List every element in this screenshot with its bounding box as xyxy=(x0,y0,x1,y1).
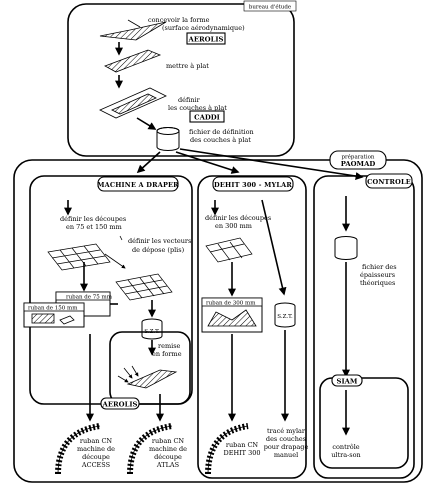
remise-line1: remise xyxy=(158,342,181,350)
controle-title-tab xyxy=(365,173,413,189)
bureau-etude-box xyxy=(67,3,295,157)
controle-out-line2: ultra-son xyxy=(331,451,361,459)
dehit-decoupes-line2: en 300 mm xyxy=(215,222,252,230)
controle-box xyxy=(313,175,415,479)
fichier-def-line1: fichier de définition xyxy=(189,128,254,136)
flat-shape xyxy=(104,49,162,73)
definition-file-icon xyxy=(156,127,180,151)
cutting-grid-dehit xyxy=(205,237,253,263)
controle-title: CONTROLE xyxy=(367,178,411,186)
mylar-line3: pour drapage xyxy=(264,443,309,451)
controle-out-line1: contrôle xyxy=(332,443,359,451)
bureau-etude-label: bureau d'étude xyxy=(249,4,291,11)
caddi-label: CADDI xyxy=(194,114,220,122)
machine-title-tab xyxy=(97,176,179,192)
aerolis-tag-bottom xyxy=(100,397,140,410)
ruban-150-label: ruban de 150 mm xyxy=(28,306,78,312)
atlas-line1: ruban CN xyxy=(152,437,185,445)
siam-tag xyxy=(331,374,363,387)
aerolis-top-label: AEROLIS xyxy=(188,36,224,44)
szt-file-dehit xyxy=(274,302,296,328)
fichier-ep-line3: théoriques xyxy=(360,279,395,287)
ruban-300-window xyxy=(201,297,263,333)
dehit-title-tab xyxy=(212,176,294,192)
access-line4: ACCESS xyxy=(81,461,110,469)
bureau-etude-tab xyxy=(243,0,297,12)
siam-label: SIAM xyxy=(337,378,358,386)
atlas-line3: découpe xyxy=(154,453,182,461)
cutting-grid-1 xyxy=(47,243,111,271)
dehit-decoupes-line1: définir les découpes xyxy=(205,214,271,222)
fichier-ep-line2: épaisseurs xyxy=(360,271,395,279)
machine-title: MACHINE A DRAPER xyxy=(97,181,179,189)
mylar-line1: tracé mylar xyxy=(267,427,306,435)
dehit-box xyxy=(197,175,307,479)
definir-couches-line2: les couches à plat xyxy=(168,103,227,112)
machine-decoupes-line1: définir les découpes xyxy=(60,215,126,223)
thickness-file-icon xyxy=(334,236,358,260)
mylar-line2: des couches xyxy=(266,435,306,443)
access-line2: machine de xyxy=(77,445,115,453)
dehit-out-line1: ruban CN xyxy=(226,441,259,449)
fichier-ep-line1: fichier des xyxy=(362,263,397,271)
aero-surface-shape xyxy=(99,21,167,41)
ruban-150-window xyxy=(23,302,85,328)
szt-file-machine xyxy=(141,318,163,340)
atlas-line4: ATLAS xyxy=(156,461,179,469)
dehit-title: DEHIT 300 - MYLAR xyxy=(214,181,292,189)
caddi-tag xyxy=(189,110,225,123)
access-line3: découpe xyxy=(82,453,110,461)
fichier-def-line2: des couches à plat xyxy=(190,135,251,144)
remise-line2: en forme xyxy=(152,350,182,358)
cutting-grid-2 xyxy=(115,273,173,301)
machine-vecteurs-line1: définir les vecteurs xyxy=(128,237,191,245)
mylar-line4: manuel xyxy=(274,451,298,459)
machine-box xyxy=(29,175,193,405)
access-line1: ruban CN xyxy=(80,437,113,445)
layers-shape xyxy=(99,87,167,119)
concevoir-line2: (surface aérodynamique) xyxy=(162,24,245,32)
machine-vecteurs-line2: de dépose (plis) xyxy=(132,246,185,254)
ruban-300-label: ruban de 300 mm xyxy=(206,301,256,307)
remise-surface xyxy=(126,369,178,389)
atlas-line2: machine de xyxy=(149,445,187,453)
ruban-75-label: ruban de 75 mm xyxy=(66,295,113,301)
dehit-out-line2: DEHIT 300 xyxy=(223,449,260,457)
preparation-tab xyxy=(329,150,387,170)
definir-couches-line1: définir xyxy=(178,96,201,104)
preparation-box xyxy=(13,159,423,483)
preparation-line1: préparation xyxy=(342,154,375,161)
remise-forme-box xyxy=(109,331,191,405)
preparation-line2: PAOMAD xyxy=(341,160,376,168)
aerolis-bottom-label: AEROLIS xyxy=(102,401,138,409)
siam-box xyxy=(319,377,409,469)
concevoir-line1: concevoir la forme xyxy=(148,16,210,24)
szt-dehit-label: S.Z.T. xyxy=(277,314,293,320)
machine-decoupes-line2: en 75 et 150 mm xyxy=(66,223,122,231)
aerolis-tag-top xyxy=(186,32,226,45)
mettre-a-plat-label: mettre à plat xyxy=(166,61,209,70)
